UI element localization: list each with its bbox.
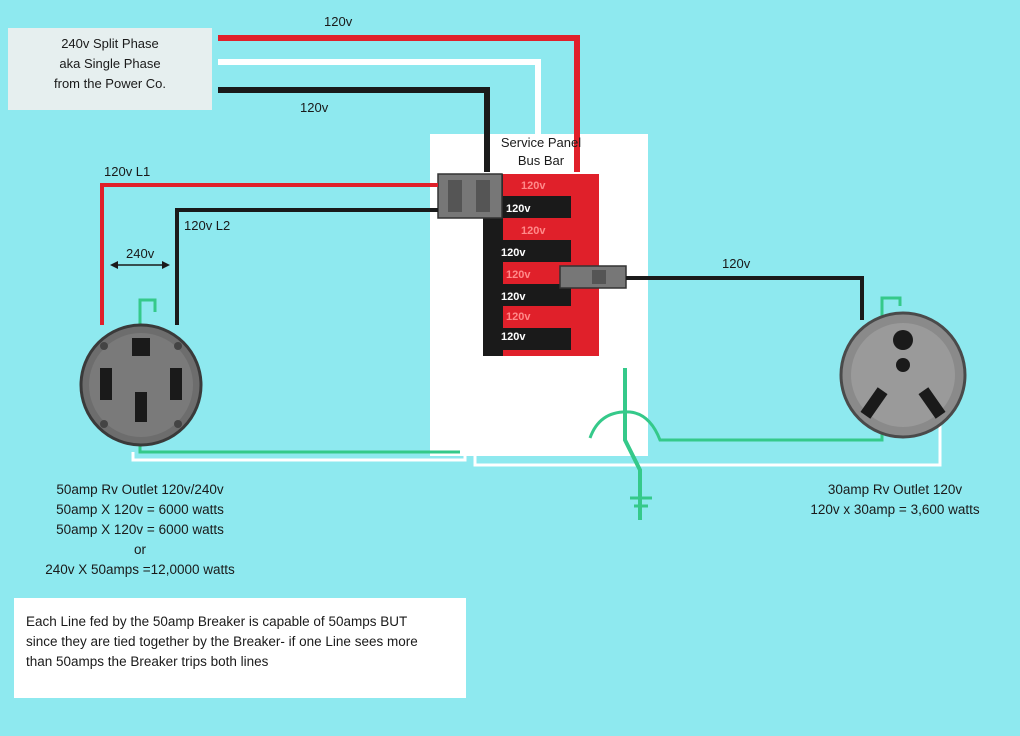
arrow-head-left bbox=[110, 261, 118, 269]
arrow-head-right bbox=[162, 261, 170, 269]
panel-title-1: Service Panel bbox=[501, 135, 581, 150]
left-spec-5: 240v X 50amps =12,0000 watts bbox=[45, 562, 235, 577]
left-ground-loop bbox=[138, 298, 157, 320]
label-l2: 120v L2 bbox=[184, 218, 230, 233]
outlet-50-ground-slot bbox=[132, 338, 150, 356]
supply-black-wire bbox=[218, 87, 490, 172]
right-spec-2: 120v x 30amp = 3,600 watts bbox=[810, 502, 980, 517]
outlet-30-ground-hole bbox=[893, 330, 913, 350]
source-line-3: from the Power Co. bbox=[54, 76, 166, 91]
outlet-30-center-hole bbox=[896, 358, 910, 372]
bus-bar-black-spine bbox=[483, 174, 503, 356]
outlet-30-slot-left bbox=[860, 387, 888, 419]
label-l1: 120v L1 bbox=[104, 164, 150, 179]
right-black-wire bbox=[626, 276, 864, 320]
l1-red-wire bbox=[100, 183, 438, 325]
bus-slot-black-3 bbox=[503, 284, 571, 306]
label-240v: 240v bbox=[126, 246, 155, 261]
bus-slot-black-4 bbox=[503, 328, 571, 350]
explanation-box: Each Line fed by the 50amp Breaker is ca… bbox=[14, 598, 466, 698]
bus-label-7: 120v bbox=[506, 311, 531, 323]
right-ground-loop bbox=[880, 296, 902, 310]
explain-line-3: than 50amps the Breaker trips both lines bbox=[26, 654, 269, 669]
explain-line-1: Each Line fed by the 50amp Breaker is ca… bbox=[26, 614, 408, 629]
panel-title-2: Bus Bar bbox=[518, 153, 565, 168]
right-neutral-wire bbox=[473, 420, 942, 467]
breaker-toggle-right bbox=[476, 180, 490, 212]
label-right-feed: 120v bbox=[722, 256, 751, 271]
double-breaker-50amp bbox=[437, 173, 503, 219]
outlet-50-screw-1 bbox=[100, 342, 108, 350]
right-ground-wire bbox=[588, 310, 884, 442]
bus-label-3: 120v bbox=[521, 225, 546, 237]
left-spec-3: 50amp X 120v = 6000 watts bbox=[56, 522, 224, 537]
left-outlet-specs: 50amp Rv Outlet 120v/240v 50amp X 120v =… bbox=[10, 480, 270, 580]
left-neutral-wire bbox=[131, 440, 467, 462]
left-spec-1: 50amp Rv Outlet 120v/240v bbox=[56, 482, 224, 497]
outlet-50amp-face bbox=[89, 333, 193, 437]
outlet-50-neutral-slot bbox=[135, 392, 147, 422]
right-spec-1: 30amp Rv Outlet 120v bbox=[827, 482, 963, 497]
outlet-50-screw-3 bbox=[100, 420, 108, 428]
bus-label-2: 120v bbox=[506, 203, 531, 215]
outlet-50-screw-4 bbox=[174, 420, 182, 428]
supply-neutral-wire bbox=[218, 59, 541, 172]
panel-ground-rod bbox=[623, 368, 642, 520]
bus-label-4: 120v bbox=[501, 247, 526, 259]
outlet-50-screw-2 bbox=[174, 342, 182, 350]
bus-label-6: 120v bbox=[501, 291, 526, 303]
breaker-toggle-left bbox=[448, 180, 462, 212]
source-line-1: 240v Split Phase bbox=[61, 36, 159, 51]
label-top-black: 120v bbox=[300, 100, 329, 115]
bus-label-1: 120v bbox=[521, 180, 546, 192]
bus-slot-black-1 bbox=[503, 196, 571, 218]
label-top-red: 120v bbox=[324, 14, 353, 29]
supply-red-wire bbox=[218, 35, 580, 172]
bus-label-5: 120v bbox=[506, 269, 531, 281]
breaker-toggle-single bbox=[592, 270, 606, 284]
right-outlet-specs: 30amp Rv Outlet 120v 120v x 30amp = 3,60… bbox=[775, 480, 1015, 520]
source-box: 240v Split Phase aka Single Phase from t… bbox=[8, 28, 212, 110]
outlet-50-slot-left bbox=[100, 368, 112, 400]
bus-label-8: 120v bbox=[501, 331, 526, 343]
l2-black-wire bbox=[175, 208, 438, 325]
explain-line-2: since they are tied together by the Brea… bbox=[26, 634, 418, 649]
left-spec-4: or bbox=[133, 542, 146, 557]
source-line-2: aka Single Phase bbox=[59, 56, 161, 71]
outlet-30-slot-right bbox=[918, 387, 946, 419]
left-spec-2: 50amp X 120v = 6000 watts bbox=[56, 502, 224, 517]
bus-slot-black-2 bbox=[503, 240, 571, 262]
outlet-50-slot-right bbox=[170, 368, 182, 400]
